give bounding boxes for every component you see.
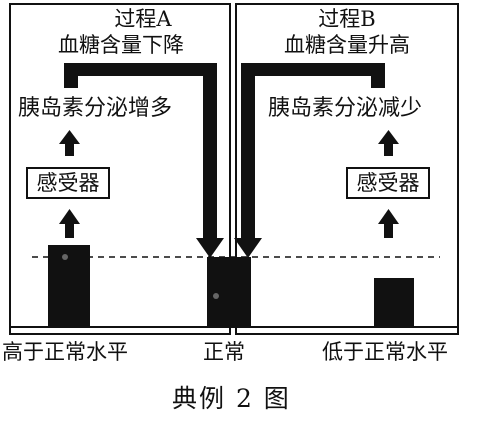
arrow-up-icon <box>378 130 399 156</box>
panel-process-b <box>235 3 459 335</box>
bar-high <box>48 245 90 327</box>
process-b-hormone-change: 胰岛素分泌减少 <box>268 96 423 121</box>
bar-high-mark <box>62 254 68 260</box>
process-a-sensor-box: 感受器 <box>26 167 110 199</box>
level-high-label: 高于正常水平 <box>2 340 128 364</box>
panel-process-a <box>9 3 231 335</box>
process-a-result: 血糖含量下降 <box>58 33 184 57</box>
level-low-label: 低于正常水平 <box>322 340 448 364</box>
process-b-title: 过程B <box>318 7 376 31</box>
bar-low <box>374 278 414 327</box>
process-a-hormone-change: 胰岛素分泌增多 <box>18 96 173 121</box>
level-normal-label: 正常 <box>203 340 245 364</box>
figure-caption: 典例 2 图 <box>172 384 291 413</box>
feedback-arrow-b <box>234 63 385 258</box>
bar-normal <box>207 257 251 327</box>
feedback-arrow-a <box>64 63 224 258</box>
arrow-up-icon <box>59 209 80 238</box>
arrow-up-icon <box>59 130 80 156</box>
process-a-title: 过程A <box>114 7 172 31</box>
process-b-sensor-box: 感受器 <box>346 167 430 199</box>
bar-normal-mark <box>213 293 219 299</box>
process-b-result: 血糖含量升高 <box>284 33 410 57</box>
arrow-up-icon <box>378 209 399 238</box>
